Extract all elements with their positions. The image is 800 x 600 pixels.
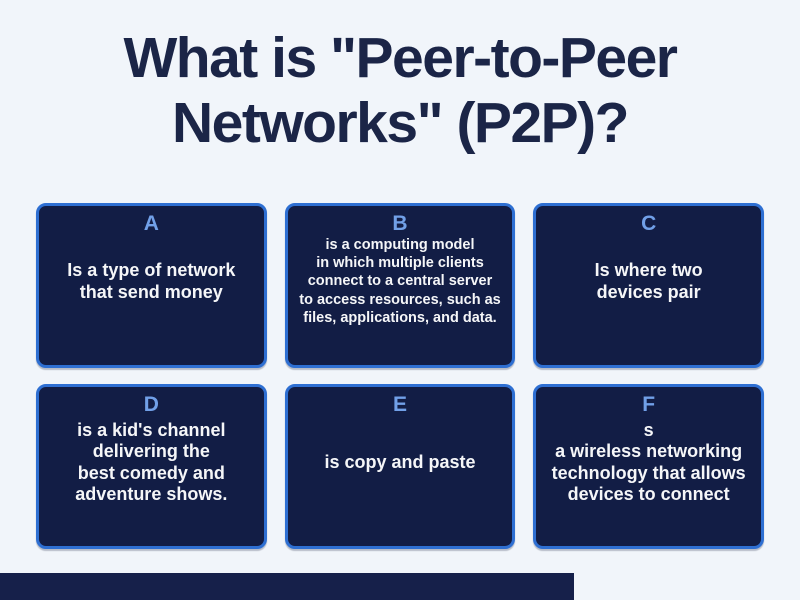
- answer-letter: F: [642, 393, 656, 416]
- timer-bar: [0, 573, 574, 600]
- question-title: What is "Peer-to-Peer Networks" (P2P)?: [123, 26, 678, 155]
- answer-text: is copy and paste: [324, 451, 476, 472]
- answer-text: Is a type of network that send money: [67, 260, 236, 302]
- answer-card-d[interactable]: D is a kid's channel delivering the best…: [36, 384, 267, 549]
- answer-letter: B: [392, 212, 408, 235]
- answer-card-f[interactable]: F s a wireless networking technology tha…: [533, 384, 764, 549]
- answer-text: is a computing model in which multiple c…: [299, 237, 501, 326]
- answer-card-a[interactable]: A Is a type of network that send money: [36, 203, 267, 368]
- answer-card-c[interactable]: C Is where two devices pair: [533, 203, 764, 368]
- answer-text: is a kid's channel delivering the best c…: [75, 420, 228, 504]
- answer-letter: A: [143, 212, 159, 235]
- answer-letter: E: [392, 393, 407, 416]
- answer-letter: D: [143, 393, 159, 416]
- answer-text: Is where two devices pair: [594, 260, 703, 302]
- answer-letter: C: [641, 212, 657, 235]
- answer-card-e[interactable]: E is copy and paste: [284, 384, 516, 549]
- answer-text: s a wireless networking technology that …: [551, 420, 746, 504]
- answer-card-b[interactable]: B is a computing model in which multiple…: [284, 203, 516, 368]
- answers-grid: A Is a type of network that send money B…: [0, 203, 800, 549]
